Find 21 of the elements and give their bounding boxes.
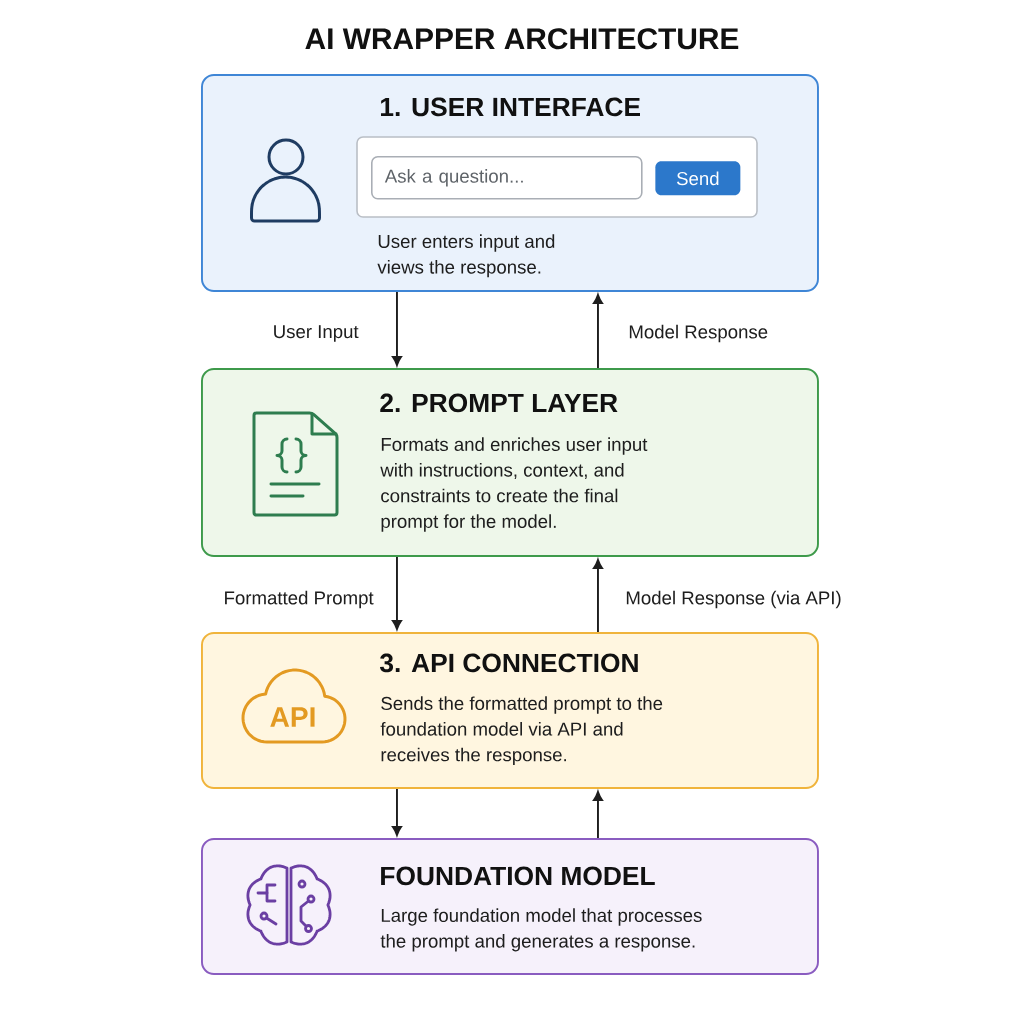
diagram-title: AI WRAPPER ARCHITECTURE (305, 28, 739, 50)
box-description: Sends the formatted prompt to the foundation model via API and receives the response. (380, 696, 663, 766)
box-heading: 1. USER INTERFACE (381, 97, 640, 117)
box-heading: 2. PROMPT LAYER (380, 393, 618, 413)
arrow (391, 290, 402, 366)
input-field: Ask a question... (371, 156, 643, 200)
send-button: Send (655, 161, 741, 196)
arrow (592, 791, 603, 839)
box-description: Large foundation model that processes the prompt and generates a response. (380, 908, 702, 952)
edge-label: Formatted Prompt (225, 590, 374, 609)
arrow (391, 788, 402, 836)
arrow (592, 559, 603, 633)
edge-label: Model Response (via API) (626, 590, 841, 609)
box-heading: 3. API CONNECTION (379, 653, 638, 673)
arrow (391, 555, 402, 630)
box-heading: FOUNDATION MODEL (381, 866, 655, 886)
edge-label: User Input (274, 325, 359, 342)
box-description: Formats and enriches user input with instructions, context, and constraints to create the final prompt for the model. (380, 437, 648, 532)
box-description: User enters input and views the response. (377, 234, 555, 278)
arrow (592, 294, 603, 369)
edge-label: Model Response (629, 324, 768, 343)
